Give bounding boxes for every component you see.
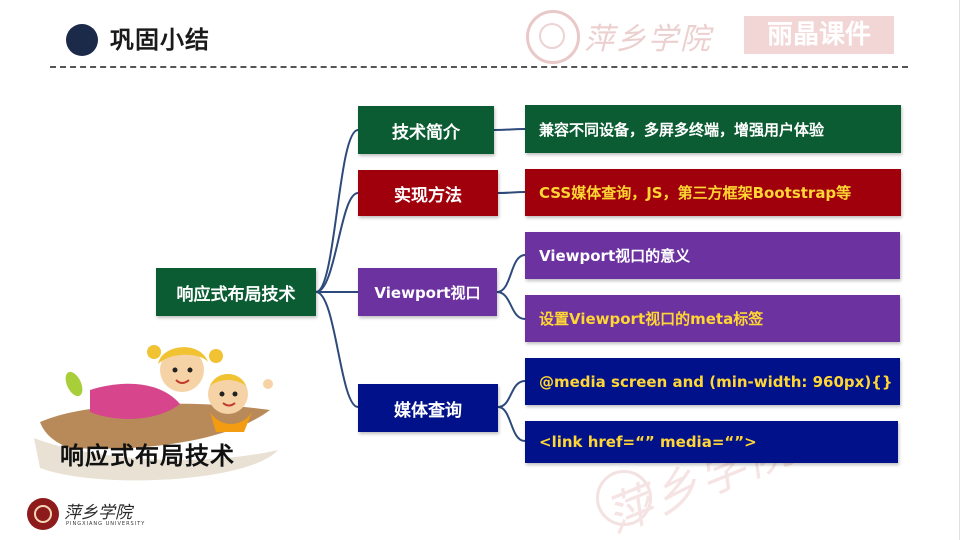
mindmap-root: 响应式布局技术 (156, 268, 316, 316)
watermark-bottom-seal-icon (596, 470, 652, 526)
branch-media-item-1: @media screen and (min-width: 960px){} (525, 358, 900, 405)
connector-root-intro (315, 129, 359, 293)
branch-method: 实现方法 (358, 170, 498, 216)
connector-media-item1 (497, 380, 526, 408)
cartoon-kids-illustration (34, 345, 278, 481)
watermark-top: 萍乡学院 丽晶课件 (526, 10, 916, 64)
connector-method-item (497, 191, 526, 194)
university-seal-icon (27, 498, 59, 530)
branch-method-item: CSS媒体查询，JS，第三方框架Bootstrap等 (525, 169, 901, 216)
branch-viewport: Viewport视口 (358, 268, 497, 316)
connector-viewport-item1 (496, 254, 526, 293)
title-bullet-icon (66, 24, 98, 56)
watermark-badge: 丽晶课件 (744, 16, 894, 54)
branch-intro: 技术简介 (358, 106, 494, 154)
connector-root-method (315, 192, 359, 293)
branch-viewport-item-1: Viewport视口的意义 (525, 232, 900, 279)
connector-root-media (315, 291, 359, 408)
university-logo-text: 萍乡学院 (64, 503, 132, 523)
branch-media-item-2: <link href=“” media=“”> (525, 421, 898, 463)
connector-intro-item (493, 128, 526, 131)
page-title: 巩固小结 (110, 26, 210, 54)
branch-intro-item: 兼容不同设备，多屏多终端，增强用户体验 (525, 105, 901, 153)
university-logo-subtext: PINGXIANG UNIVERSITY (66, 521, 146, 527)
connector-viewport-item2 (496, 291, 526, 320)
illustration-caption: 响应式布局技术 (60, 442, 235, 470)
watermark-brand: 萍乡学院 (584, 22, 712, 57)
watermark-seal-icon (526, 10, 580, 64)
branch-media: 媒体查询 (358, 384, 498, 432)
title-divider (50, 66, 908, 68)
branch-viewport-item-2: 设置Viewport视口的meta标签 (525, 295, 900, 342)
connector-media-item2 (497, 406, 526, 442)
